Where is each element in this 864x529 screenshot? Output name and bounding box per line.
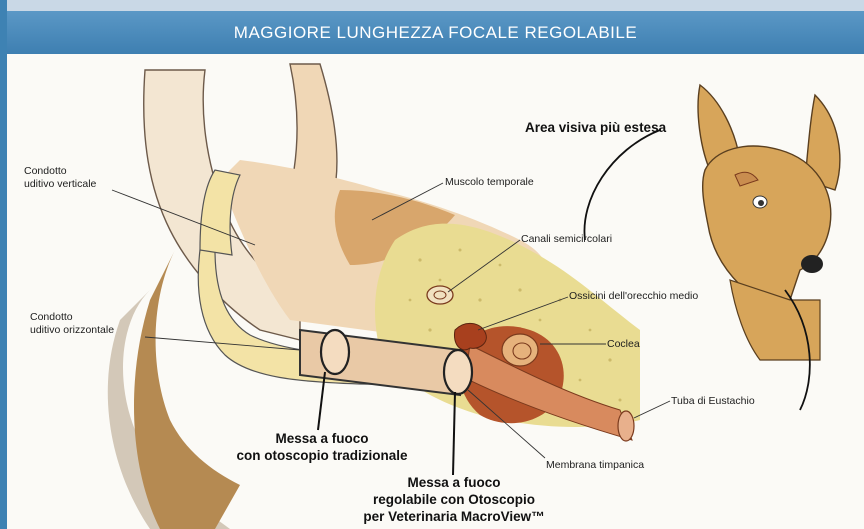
label-tympanic-membrane: Membrana timpanica [546,459,644,472]
cochlea-shape [502,334,538,366]
callout-macroview-focus: Messa a fuoco regolabile con Otoscopio p… [344,474,564,525]
label-semicircular-canals: Canali semicircolari [521,233,612,246]
dog-eye [758,200,764,206]
dog-nose [801,255,823,273]
label-horizontal-canal: Condotto uditivo orizzontale [30,311,114,337]
top-strip [0,0,864,11]
label-ossicles: Ossicini dell'orecchio medio [569,290,698,303]
macroview-focus-ring [444,350,472,394]
callout-traditional-focus: Messa a fuoco con otoscopio tradizionale [212,430,432,464]
title-banner: MAGGIORE LUNGHEZZA FOCALE REGOLABILE [7,11,864,54]
callout-wider-view: Area visiva più estesa [525,119,666,136]
label-vertical-canal: Condotto uditivo verticale [24,165,96,191]
figure-title: MAGGIORE LUNGHEZZA FOCALE REGOLABILE [7,11,864,54]
ossicles-shape [454,323,486,349]
label-cochlea: Coclea [607,338,640,351]
semicircular-canals-shape [427,286,453,304]
anatomy-illustration [0,54,864,529]
dog-head [703,146,831,304]
label-temporal-muscle: Muscolo temporale [445,176,534,189]
traditional-focus-ring [321,330,349,374]
label-eustachian-tube: Tuba di Eustachio [671,395,755,408]
